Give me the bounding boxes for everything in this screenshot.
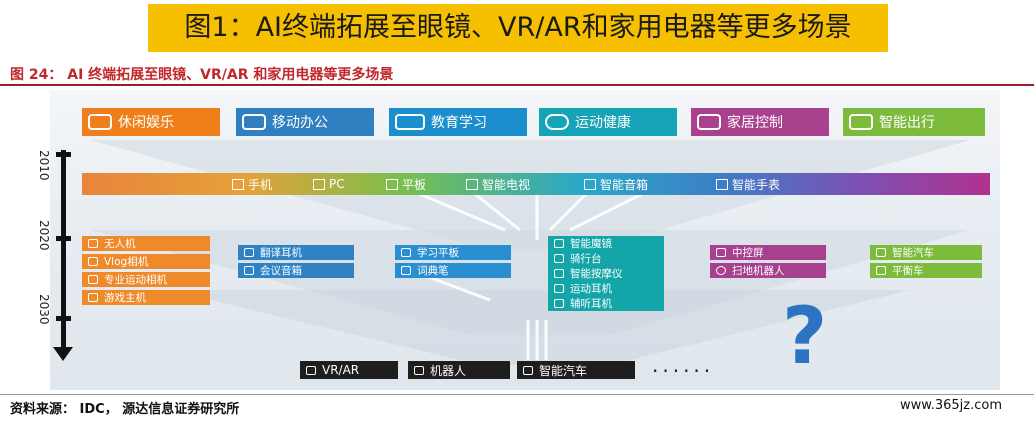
monitor-icon xyxy=(313,178,325,190)
title-divider xyxy=(0,84,1034,86)
category-health: 运动健康 xyxy=(539,108,677,136)
device-game-console: 游戏主机 xyxy=(82,290,210,305)
timeline-axis xyxy=(61,150,66,350)
category-mobile-office: 移动办公 xyxy=(236,108,374,136)
question-mark: ? xyxy=(782,292,828,382)
future-vr-ar: VR/AR xyxy=(300,361,398,379)
device-drone: 无人机 xyxy=(82,236,210,251)
figure-title: 图 24： AI 终端拓展至眼镜、VR/AR 和家用电器等更多场景 xyxy=(10,67,394,83)
car-icon xyxy=(876,248,886,257)
device-phone: 手机 xyxy=(232,175,272,193)
category-label: 移动办公 xyxy=(272,115,328,131)
funnel-upper xyxy=(90,140,970,250)
device-massager: 智能按摩仪 xyxy=(548,266,664,281)
watermark: www.365jz.com xyxy=(900,398,1002,413)
category-label: 教育学习 xyxy=(431,115,487,131)
device-action-camera: 专业运动相机 xyxy=(82,272,210,287)
category-label: 家居控制 xyxy=(727,115,783,131)
control-screen-icon xyxy=(716,248,726,257)
game-console-icon xyxy=(88,293,98,302)
timeline-tick-2010 xyxy=(56,152,71,157)
convergence-arrows xyxy=(409,188,661,360)
device-control-screen: 中控屏 xyxy=(710,245,826,260)
device-balance-scooter: 平衡车 xyxy=(870,263,982,278)
speaker-icon xyxy=(244,266,254,275)
category-travel: 智能出行 xyxy=(843,108,985,136)
category-label: 休闲娱乐 xyxy=(118,115,174,131)
speaker-icon xyxy=(584,178,596,190)
smart-home-icon xyxy=(697,114,721,130)
phone-icon xyxy=(232,178,244,190)
device-learning-tablet: 学习平板 xyxy=(395,245,511,260)
earphone-icon xyxy=(244,248,254,257)
device-smart-tv: 智能电视 xyxy=(466,175,530,193)
device-hearing-aid: 辅听耳机 xyxy=(548,296,664,311)
device-translation-earphone: 翻译耳机 xyxy=(238,245,354,260)
headphone-icon xyxy=(554,299,564,308)
action-camera-icon xyxy=(88,275,98,284)
massager-icon xyxy=(554,269,564,278)
bike-trainer-icon xyxy=(554,254,564,263)
category-label: 运动健康 xyxy=(575,115,631,131)
gamepad-icon xyxy=(88,114,112,130)
future-smart-car: 智能汽车 xyxy=(517,361,635,379)
timeline-tick-2020 xyxy=(56,236,71,241)
year-label: 2030 xyxy=(37,294,51,325)
tablet-icon xyxy=(401,248,411,257)
device-smart-car: 智能汽车 xyxy=(870,245,982,260)
device-vlog-camera: Vlog相机 xyxy=(82,254,210,269)
tablet-icon xyxy=(386,178,398,190)
mirror-icon xyxy=(554,239,564,248)
fitness-band-icon xyxy=(545,114,569,130)
watch-icon xyxy=(716,178,728,190)
device-pc: PC xyxy=(313,175,345,193)
future-robot: 机器人 xyxy=(408,361,510,379)
funnel-lower xyxy=(170,290,910,365)
robot-vacuum-icon xyxy=(716,266,726,275)
devices-2010-bar xyxy=(82,173,990,195)
timeline-arrowhead xyxy=(53,347,73,361)
robot-icon xyxy=(414,365,424,375)
device-robot-vacuum: 扫地机器人 xyxy=(710,263,826,278)
category-education: 教育学习 xyxy=(389,108,527,136)
formula-board-icon xyxy=(395,114,425,130)
footer-divider xyxy=(0,394,1034,395)
category-label: 智能出行 xyxy=(879,115,935,131)
car-icon xyxy=(849,114,873,130)
drone-icon xyxy=(88,239,98,248)
pen-icon xyxy=(401,266,411,275)
device-smart-speaker: 智能音箱 xyxy=(584,175,648,193)
camera-icon xyxy=(88,257,98,266)
device-cycling-trainer: 骑行台 xyxy=(548,251,664,266)
source-note: 资料来源： IDC， 源达信息证券研究所 xyxy=(10,402,240,417)
banner-title: 图1：AI终端拓展至眼镜、VR/AR和家用电器等更多场景 xyxy=(148,4,888,52)
device-tablet: 平板 xyxy=(386,175,426,193)
device-smart-mirror: 智能魔镜 xyxy=(548,236,664,251)
category-home-control: 家居控制 xyxy=(691,108,829,136)
device-conference-speaker: 会议音箱 xyxy=(238,263,354,278)
car-icon xyxy=(523,365,533,375)
timeline-tick-2030 xyxy=(56,316,71,321)
device-smart-watch: 智能手表 xyxy=(716,175,780,193)
earphone-icon xyxy=(554,284,564,293)
year-label: 2020 xyxy=(37,220,51,251)
year-label: 2010 xyxy=(37,150,51,181)
scooter-icon xyxy=(876,266,886,275)
device-sport-earphone: 运动耳机 xyxy=(548,281,664,296)
laptop-icon xyxy=(242,114,266,130)
device-dictionary-pen: 词典笔 xyxy=(395,263,511,278)
vr-headset-icon xyxy=(306,365,316,375)
more-dots: ...... xyxy=(652,353,715,377)
tv-icon xyxy=(466,178,478,190)
category-leisure: 休闲娱乐 xyxy=(82,108,220,136)
